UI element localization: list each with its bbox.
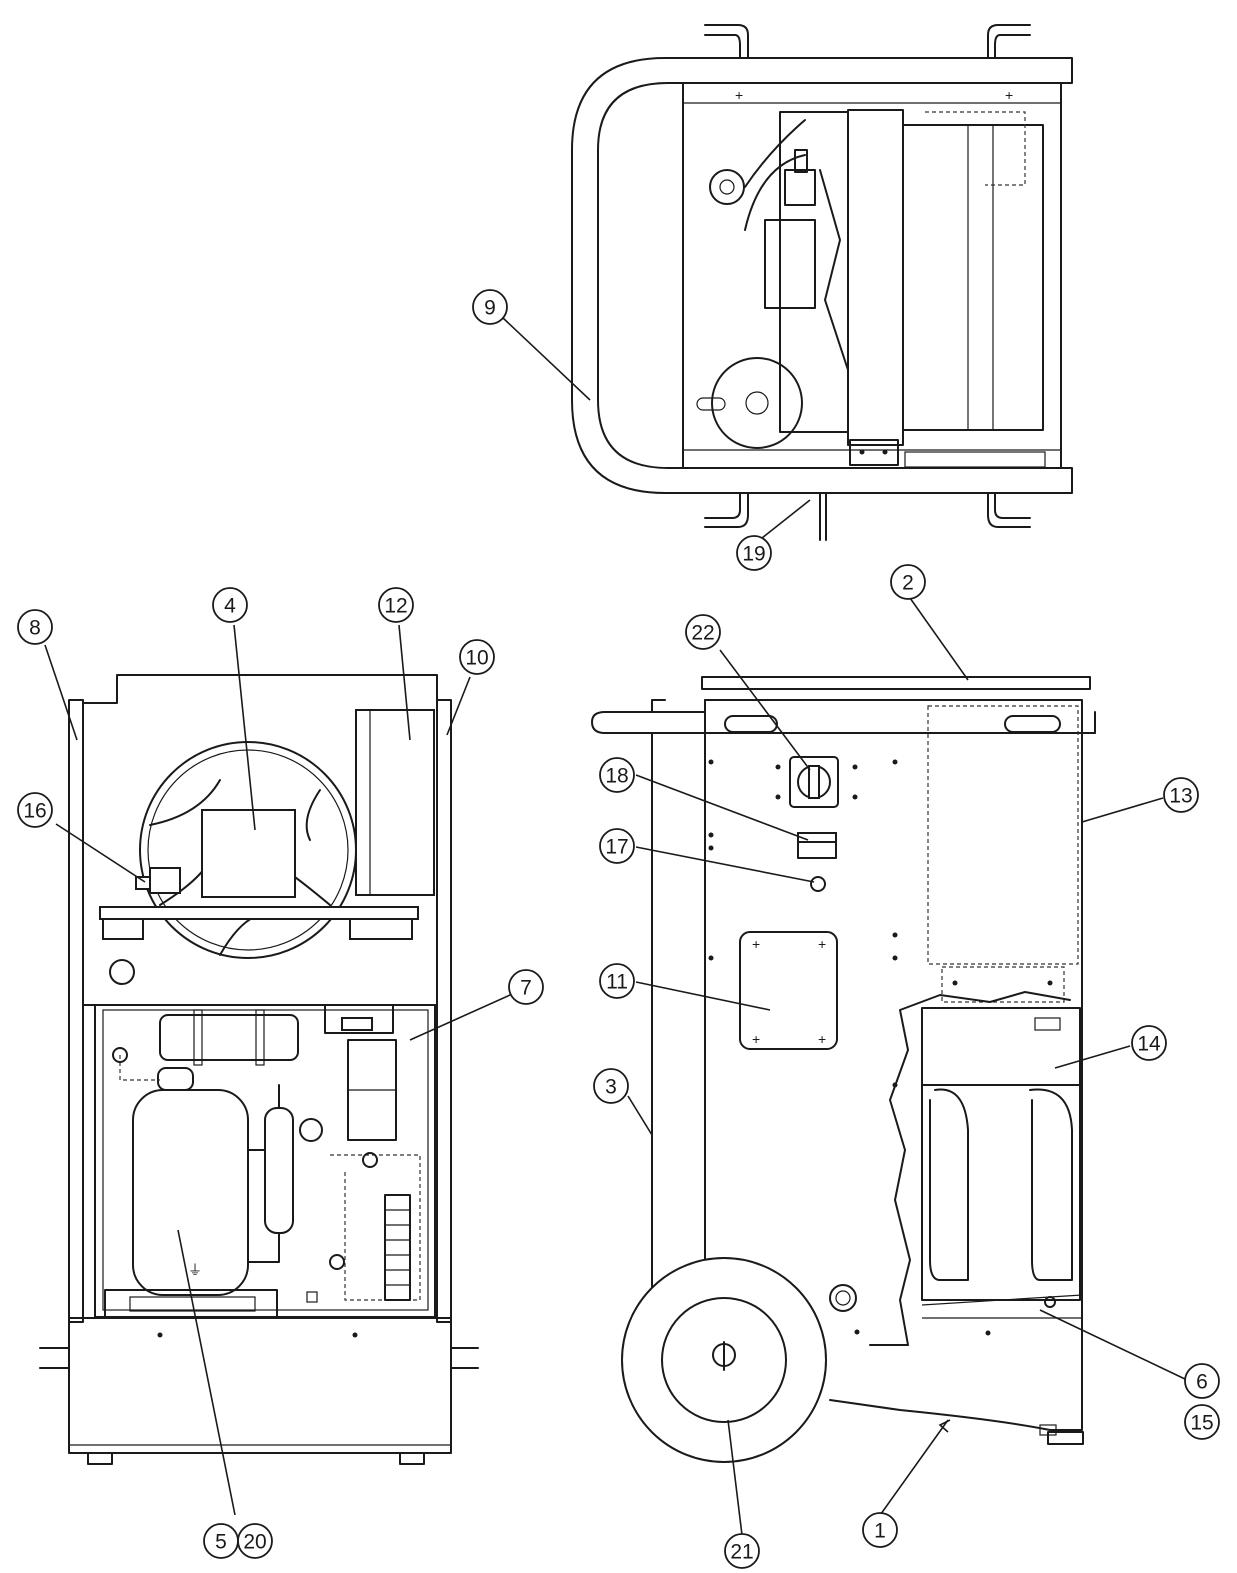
callout-circle-20: [237, 1523, 273, 1559]
callout-circle-21: [724, 1533, 760, 1569]
callout-circle-2: [890, 564, 926, 600]
callout-circle-1: [862, 1512, 898, 1548]
callout-circle-4: [212, 587, 248, 623]
callout-15: 15: [1184, 1404, 1220, 1440]
callout-circle-14: [1131, 1025, 1167, 1061]
callout-2: 2: [890, 564, 926, 600]
side-view: + + + +: [591, 676, 1096, 1463]
callout-circle-16: [17, 792, 53, 828]
callout-18: 18: [599, 757, 635, 793]
callout-label-10: 10: [465, 647, 488, 670]
callout-label-19: 19: [742, 543, 765, 566]
callout-label-21: 21: [730, 1541, 753, 1564]
callout-label-2: 2: [902, 572, 914, 595]
svg-text:⏚: ⏚: [188, 1262, 202, 1278]
callout-label-22: 22: [691, 622, 714, 645]
callout-12: 12: [378, 587, 414, 623]
callout-circle-11: [599, 963, 635, 999]
svg-text:+: +: [752, 936, 760, 952]
callout-16: 16: [17, 792, 53, 828]
callout-21: 21: [724, 1533, 760, 1569]
svg-text:+: +: [818, 936, 826, 952]
callout-14: 14: [1131, 1025, 1167, 1061]
callout-19: 19: [736, 535, 772, 571]
callout-circle-12: [378, 587, 414, 623]
callout-circle-18: [599, 757, 635, 793]
callout-label-20: 20: [243, 1531, 266, 1554]
callout-label-8: 8: [29, 617, 41, 640]
callout-circle-13: [1163, 777, 1199, 813]
callout-label-16: 16: [23, 800, 46, 823]
svg-text:+: +: [1005, 87, 1013, 103]
svg-text:+: +: [818, 1031, 826, 1047]
callout-9: 9: [472, 289, 508, 325]
callout-circle-7: [508, 969, 544, 1005]
callout-label-7: 7: [520, 977, 532, 1000]
callout-circle-10: [459, 639, 495, 675]
callout-22: 22: [685, 614, 721, 650]
callout-label-14: 14: [1137, 1033, 1161, 1056]
callout-17: 17: [599, 828, 635, 864]
top-view: + +: [571, 24, 1073, 541]
callout-8: 8: [17, 609, 53, 645]
callout-label-6: 6: [1196, 1371, 1208, 1394]
leader-lines: [44, 317, 1188, 1536]
callout-circle-22: [685, 614, 721, 650]
callout-label-11: 11: [606, 971, 628, 994]
callout-13: 13: [1163, 777, 1199, 813]
callout-circle-9: [472, 289, 508, 325]
callout-label-13: 13: [1169, 785, 1192, 808]
callout-circle-15: [1184, 1404, 1220, 1440]
callout-circle-3: [593, 1068, 629, 1104]
callout-circle-17: [599, 828, 635, 864]
callout-label-18: 18: [605, 765, 628, 788]
callout-label-9: 9: [484, 297, 496, 320]
callout-7: 7: [508, 969, 544, 1005]
callout-circle-8: [17, 609, 53, 645]
callout-label-1: 1: [874, 1520, 886, 1543]
callout-4: 4: [212, 587, 248, 623]
callout-label-12: 12: [384, 595, 407, 618]
callout-label-5: 5: [215, 1531, 227, 1554]
callout-label-17: 17: [605, 836, 628, 859]
callout-label-4: 4: [224, 595, 236, 618]
front-view: ⏚: [39, 674, 479, 1465]
callout-5: 5: [203, 1523, 239, 1559]
callout-circle-6: [1184, 1363, 1220, 1399]
callout-20: 20: [237, 1523, 273, 1559]
callout-10: 10: [459, 639, 495, 675]
callout-label-15: 15: [1190, 1412, 1213, 1435]
callout-6: 6: [1184, 1363, 1220, 1399]
svg-text:+: +: [752, 1031, 760, 1047]
callout-1: 1: [862, 1512, 898, 1548]
callout-11: 11: [599, 963, 635, 999]
svg-text:+: +: [735, 87, 743, 103]
callout-3: 3: [593, 1068, 629, 1104]
callout-label-3: 3: [605, 1076, 617, 1099]
callout-circle-19: [736, 535, 772, 571]
